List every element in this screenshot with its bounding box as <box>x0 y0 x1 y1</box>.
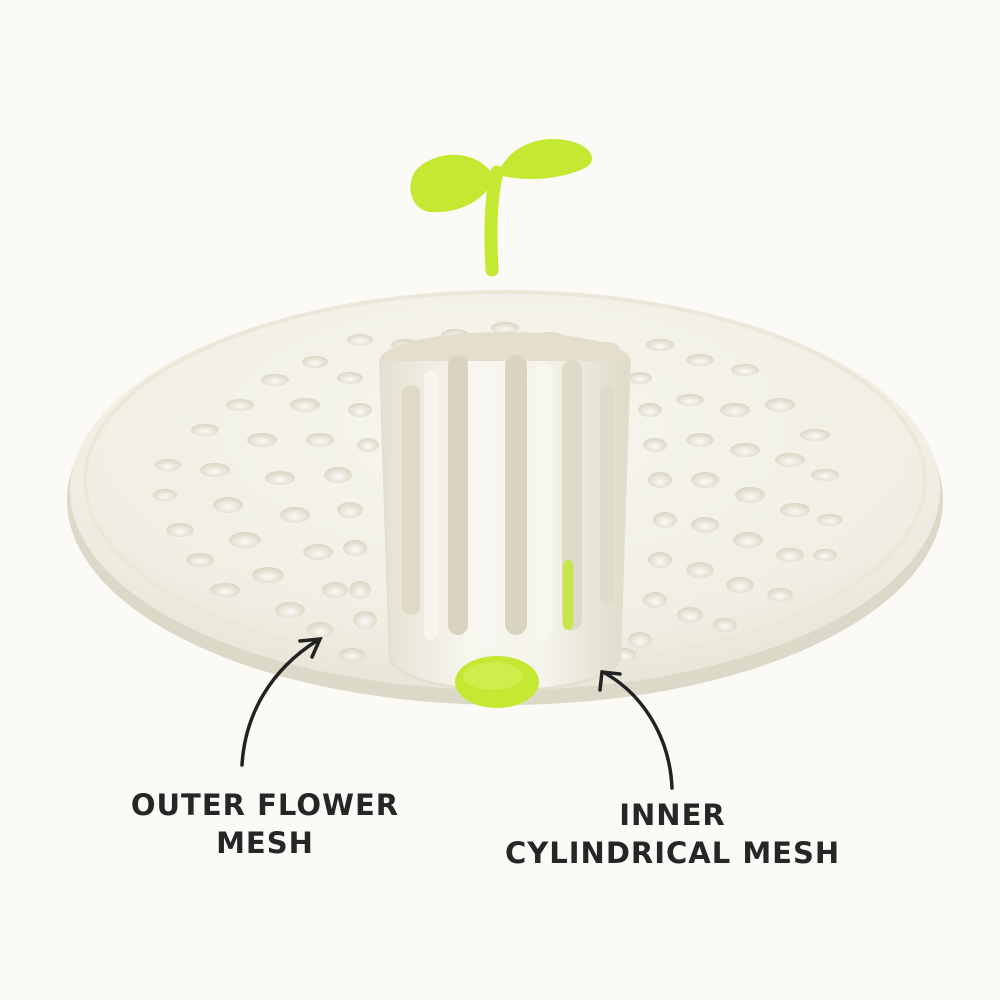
label-outer-line1: OUTER FLOWER <box>130 788 400 822</box>
label-outer-line2: MESH <box>216 826 314 860</box>
arrow-outer <box>240 636 323 767</box>
outer-flower-mesh <box>153 322 564 662</box>
sprout-leaf-right <box>498 139 593 180</box>
label-outer-flower-mesh: OUTER FLOWER MESH <box>110 786 420 862</box>
inner-cylindrical-mesh <box>378 355 632 691</box>
sprout-stem <box>484 165 504 277</box>
label-inner-line2: CYLINDRICAL MESH <box>505 836 841 870</box>
label-inner-cylindrical-mesh: INNER CYLINDRICAL MESH <box>505 796 840 872</box>
label-inner-line1: INNER <box>619 798 726 832</box>
arrow-inner <box>598 670 674 790</box>
sprout-leaf-left <box>410 154 495 213</box>
